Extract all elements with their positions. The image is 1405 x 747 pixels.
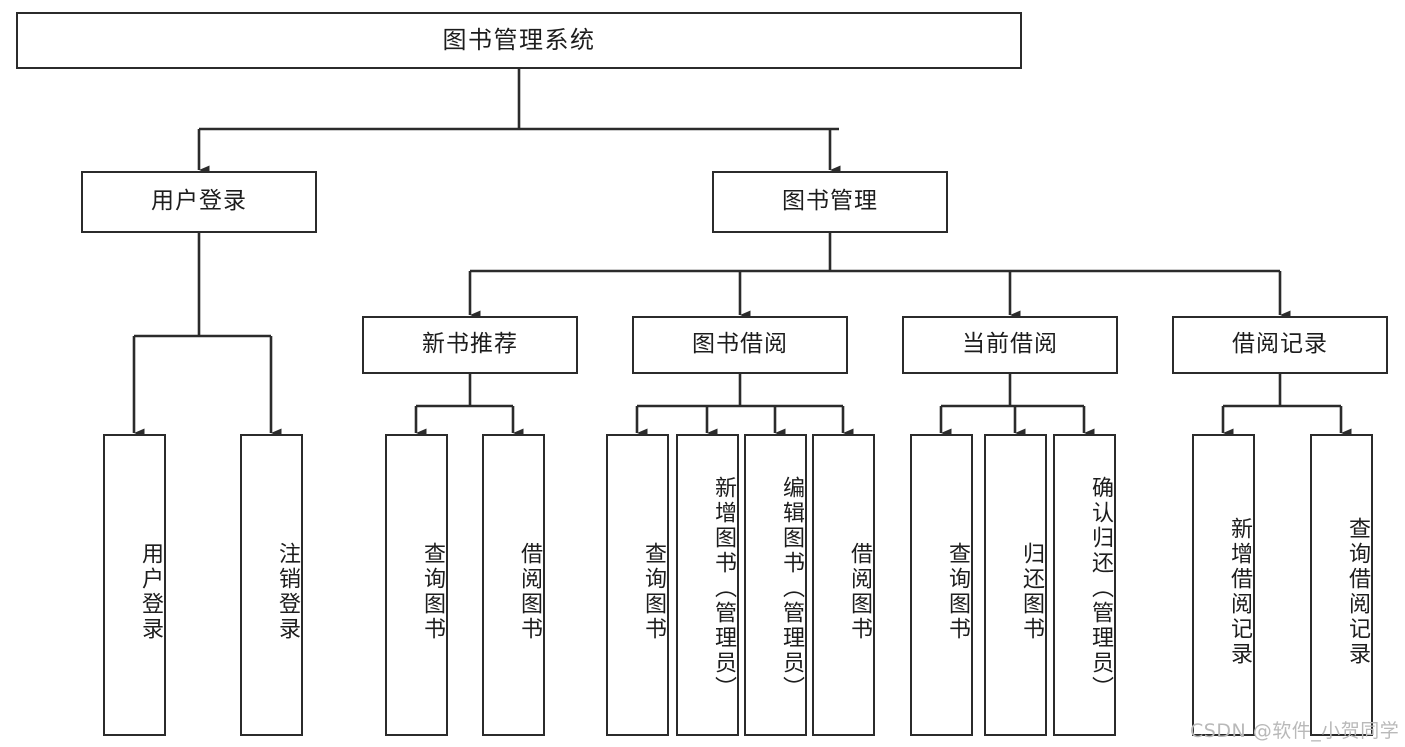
node-borrow-record[interactable]: 借阅记录 — [1172, 316, 1388, 374]
node-user-login[interactable]: 用户登录 — [81, 171, 317, 233]
node-book-management[interactable]: 图书管理 — [712, 171, 948, 233]
leaf-return-book[interactable]: 归还图书 — [984, 434, 1047, 736]
edges-root-to-level2 — [197, 69, 841, 175]
node-current-borrow[interactable]: 当前借阅 — [902, 316, 1118, 374]
leaf-logout[interactable]: 注销登录 — [240, 434, 303, 736]
leaf-query-borrow-record[interactable]: 查询借阅记录 — [1310, 434, 1373, 736]
leaf-borrow-book[interactable]: 借阅图书 — [812, 434, 875, 736]
csdn-watermark: CSDN @软件_小贺同学 — [1190, 720, 1400, 742]
leaf-query-book-current[interactable]: 查询图书 — [910, 434, 973, 736]
leaf-user-login[interactable]: 用户登录 — [103, 434, 166, 736]
edges-current-borrow-to-leaves — [939, 374, 1095, 438]
node-book-borrow[interactable]: 图书借阅 — [632, 316, 848, 374]
leaf-edit-book-admin[interactable]: 编辑图书（管理员） — [744, 434, 807, 736]
leaf-add-book-admin[interactable]: 新增图书（管理员） — [676, 434, 739, 736]
edges-borrow-to-leaves — [635, 374, 854, 438]
leaf-add-borrow-record[interactable]: 新增借阅记录 — [1192, 434, 1255, 736]
edges-borrow-record-to-leaves — [1221, 374, 1352, 438]
leaf-query-book-new[interactable]: 查询图书 — [385, 434, 448, 736]
edges-user-login-to-leaves — [132, 233, 282, 438]
leaf-borrow-book-new[interactable]: 借阅图书 — [482, 434, 545, 736]
edges-new-book-to-leaves — [414, 374, 524, 438]
node-root-system[interactable]: 图书管理系统 — [16, 12, 1022, 69]
leaf-query-book-borrow[interactable]: 查询图书 — [606, 434, 669, 736]
edges-book-mgmt-to-level3 — [468, 233, 1291, 320]
leaf-confirm-return-admin[interactable]: 确认归还（管理员） — [1053, 434, 1116, 736]
node-new-book-recommend[interactable]: 新书推荐 — [362, 316, 578, 374]
